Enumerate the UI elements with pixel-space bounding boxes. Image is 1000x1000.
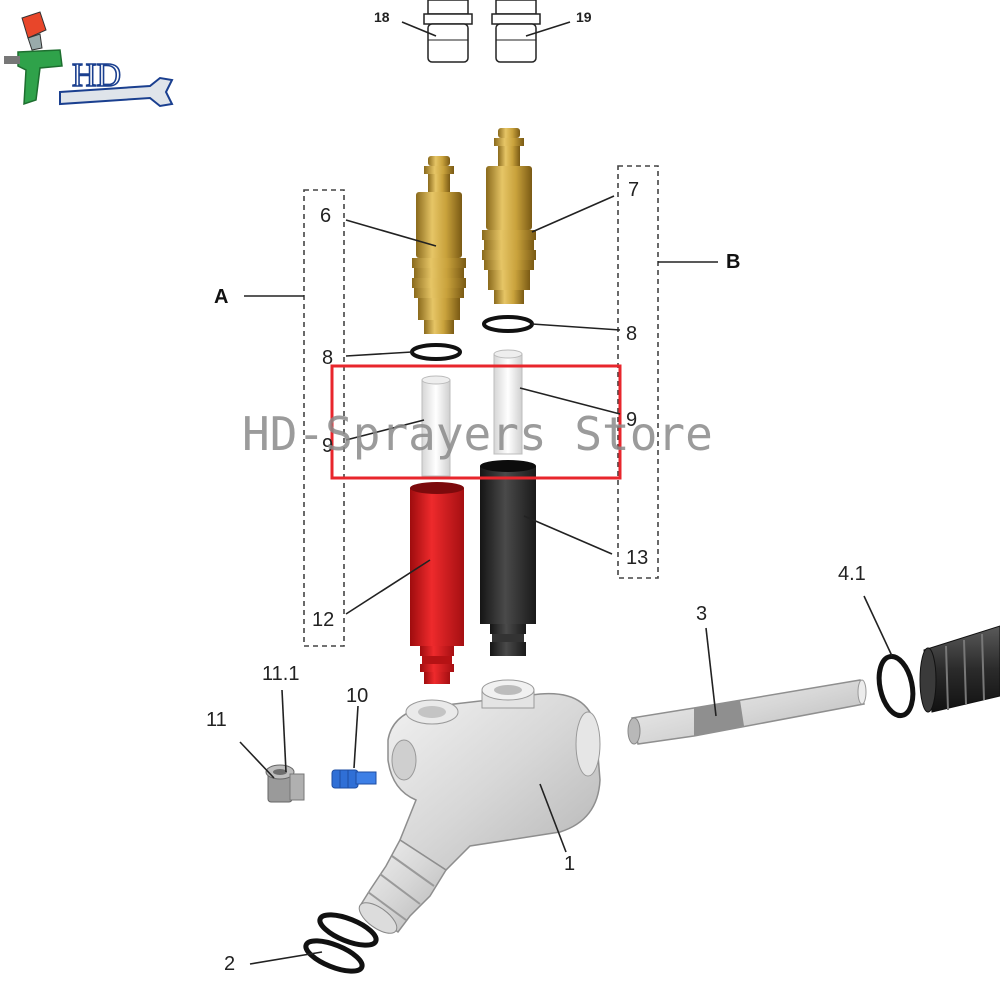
wrench-icon (59, 76, 174, 108)
callout-11-1: 11.1 (262, 663, 299, 685)
o-ring-8-left (410, 343, 462, 361)
callout-10: 10 (346, 685, 368, 707)
callout-19: 19 (576, 9, 592, 25)
callout-2: 2 (224, 953, 235, 975)
o-ring-8-right (482, 315, 534, 333)
fitting-18 (423, 0, 473, 63)
callout-7: 7 (628, 179, 639, 201)
callout-13: 13 (626, 547, 648, 569)
white-tube-9-left (421, 375, 451, 477)
watermark-text: HD-Sprayers Store (242, 407, 713, 461)
black-sleeve-13 (480, 460, 536, 656)
callout-6: 6 (320, 205, 331, 227)
spray-gun-icon (4, 11, 63, 106)
brass-nipple-6 (412, 156, 466, 334)
injector-body-1 (387, 679, 601, 871)
callout-4-1: 4.1 (838, 563, 866, 585)
store-logo: HD (4, 11, 174, 108)
plug-11 (265, 764, 305, 803)
hose-barb (358, 838, 448, 934)
highlight-box (330, 364, 622, 480)
callout-18: 18 (374, 9, 390, 25)
callout-12: 12 (312, 609, 334, 631)
tube-3 (627, 679, 867, 745)
callout-11: 11 (206, 709, 227, 731)
callout-3: 3 (696, 603, 707, 625)
callout-9-left: 9 (322, 435, 333, 457)
white-tube-9-right (493, 349, 523, 455)
callout-8-right: 8 (626, 323, 637, 345)
group-label-b: B (726, 251, 740, 273)
group-b-box (617, 165, 659, 579)
group-label-a: A (214, 286, 228, 308)
o-ring-2-lower (303, 938, 365, 974)
group-a-box (303, 189, 345, 647)
callout-8-left: 8 (322, 347, 333, 369)
o-ring-4-1 (876, 653, 916, 719)
red-sleeve-12 (410, 482, 464, 684)
brass-nipple-7 (482, 128, 536, 304)
screw-10 (331, 769, 377, 789)
o-ring-2-upper (317, 912, 379, 948)
callout-1: 1 (564, 853, 575, 875)
hose-fitting-right (919, 625, 1000, 713)
callout-9-right: 9 (626, 409, 637, 431)
fitting-19 (491, 0, 541, 63)
logo-text: HD (72, 57, 121, 94)
